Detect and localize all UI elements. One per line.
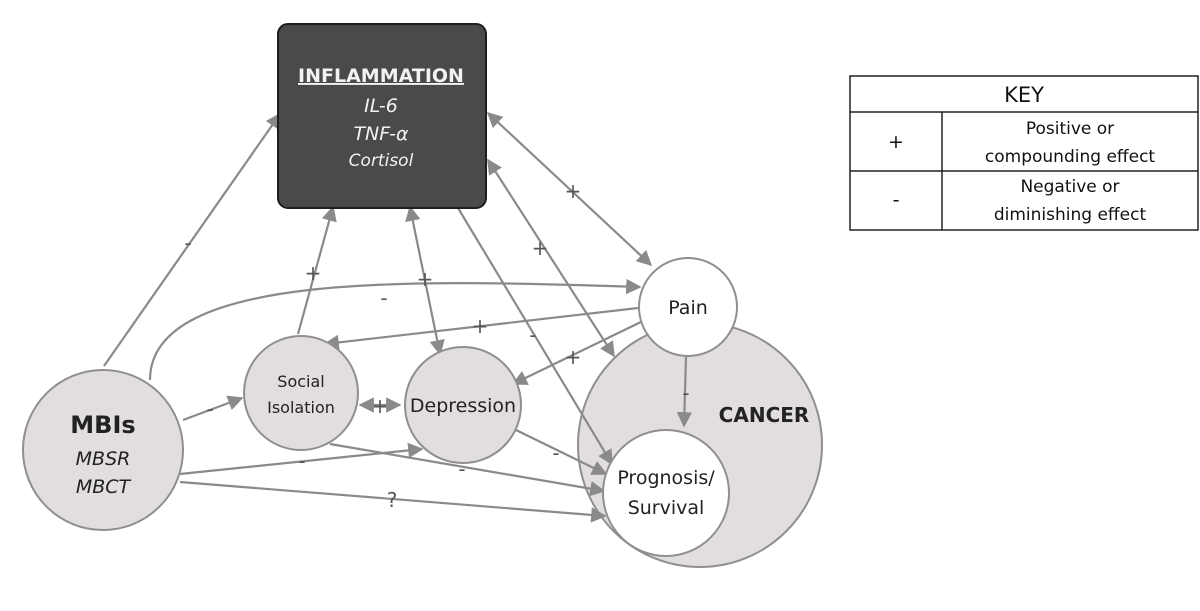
key-meaning: diminishing effect [994, 205, 1147, 225]
cancer-label: CANCER [719, 403, 810, 427]
key-title: KEY [1004, 83, 1044, 107]
edge-mbi-pain [148, 278, 642, 381]
prognosis-label: Survival [628, 497, 705, 519]
edge-label: + [532, 236, 549, 260]
edge-pain-depression [511, 319, 646, 385]
edge-label: - [184, 231, 191, 255]
edge-mbi-prognosis [179, 480, 607, 523]
social-isolation-label: Social [277, 372, 324, 391]
key-symbol: - [893, 189, 900, 211]
edge-label: + [472, 314, 489, 338]
edge-label: + [565, 345, 582, 369]
key-legend: KEY + Positive or compounding effect - N… [849, 75, 1199, 231]
edge-label: - [458, 457, 465, 481]
edge-label: + [305, 261, 322, 285]
inflammation-title: INFLAMMATION [298, 65, 464, 87]
edge-label: ? [387, 488, 398, 512]
social-isolation-label: Isolation [267, 398, 335, 417]
key-meaning: Positive or [1026, 119, 1114, 139]
inflammation-marker: TNF-α [353, 123, 409, 145]
mbis-item: MBCT [76, 476, 132, 498]
key-symbol: + [888, 131, 904, 153]
key-meaning: compounding effect [985, 147, 1156, 167]
mbis-title: MBIs [70, 411, 135, 439]
depression-node: Depression [404, 346, 522, 464]
prognosis-label: Prognosis/ [617, 467, 715, 489]
inflammation-node: INFLAMMATION IL-6 TNF-α Cortisol [277, 23, 487, 209]
edge-depression-inflammation [405, 205, 445, 356]
edge-label: - [298, 449, 305, 473]
edge-social-prognosis [329, 442, 606, 497]
edge-label: - [682, 381, 689, 405]
prognosis-node: Prognosis/ Survival [602, 429, 730, 557]
edge-pain-prognosis [676, 356, 693, 428]
edge-label: - [380, 286, 387, 310]
depression-label: Depression [410, 395, 516, 417]
mbis-item: MBSR [76, 448, 131, 470]
edge-mbi-inflammation [103, 112, 281, 367]
edge-label: - [552, 441, 559, 465]
edge-inflammation-prognosis [457, 207, 613, 466]
edge-social-inflammation [296, 205, 337, 335]
key-meaning: Negative or [1020, 177, 1119, 197]
edge-label: - [206, 397, 213, 421]
social-isolation-node: Social Isolation [243, 335, 359, 451]
edge-depression-prognosis [515, 429, 608, 475]
edge-mbi-social [182, 395, 244, 422]
edge-inflammation-cancer [487, 158, 615, 358]
edge-label: + [565, 179, 582, 203]
inflammation-marker: IL-6 [364, 95, 398, 117]
inflammation-marker: Cortisol [349, 151, 414, 171]
edge-label: + [372, 394, 389, 418]
edge-label: - [529, 323, 536, 347]
mbis-node: MBIs MBSR MBCT [22, 369, 184, 531]
pain-node: Pain [638, 257, 738, 357]
pain-label: Pain [668, 297, 708, 319]
edge-pain-social [323, 306, 639, 351]
edge-label: + [417, 267, 434, 291]
